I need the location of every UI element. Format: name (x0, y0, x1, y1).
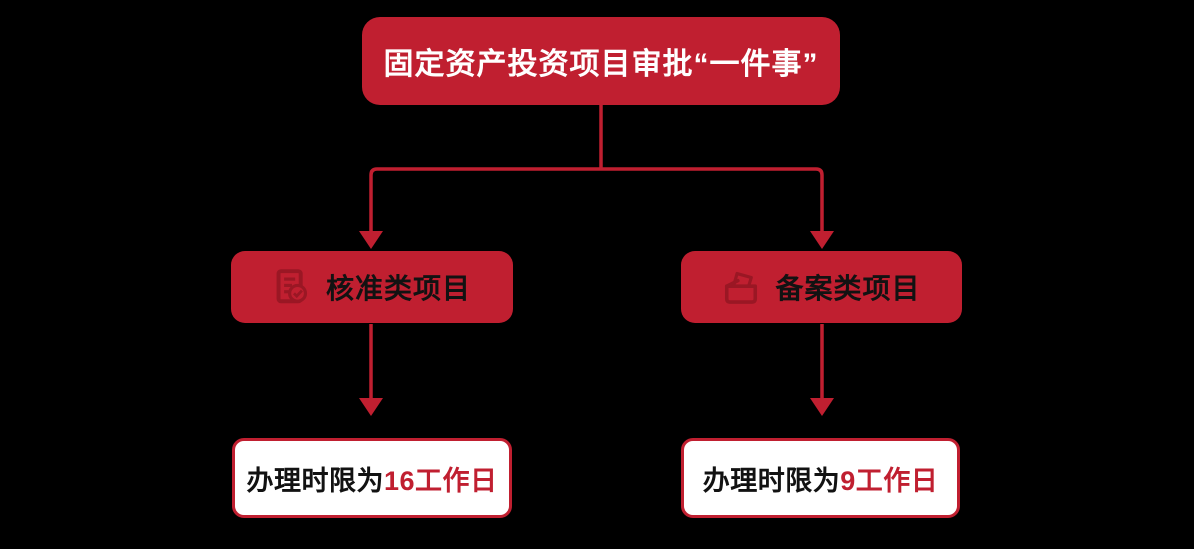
result-prefix: 办理时限为 (246, 465, 384, 496)
result-prefix: 办理时限为 (702, 465, 841, 496)
root-node: 固定资产投资项目审批“一件事” (362, 17, 840, 105)
connector-branch-split (369, 167, 824, 233)
arrowhead-to-branch-right (810, 231, 834, 249)
branch-node-label: 备案类项目 (775, 273, 921, 304)
arrowhead-to-branch-left (359, 231, 383, 249)
result-duration: 9工作日 (840, 465, 939, 496)
branch-node-filing: 备案类项目 (681, 251, 962, 323)
result-duration: 16工作日 (383, 465, 498, 496)
branch-node-approval: 核准类项目 (231, 251, 513, 323)
arrowhead-to-result-left (359, 398, 383, 416)
branch-node-label: 核准类项目 (325, 273, 471, 304)
arrowhead-to-result-right (810, 398, 834, 416)
archive-box-icon (722, 266, 760, 308)
document-check-icon (273, 266, 311, 308)
root-node-label: 固定资产投资项目审批“一件事” (383, 48, 819, 81)
